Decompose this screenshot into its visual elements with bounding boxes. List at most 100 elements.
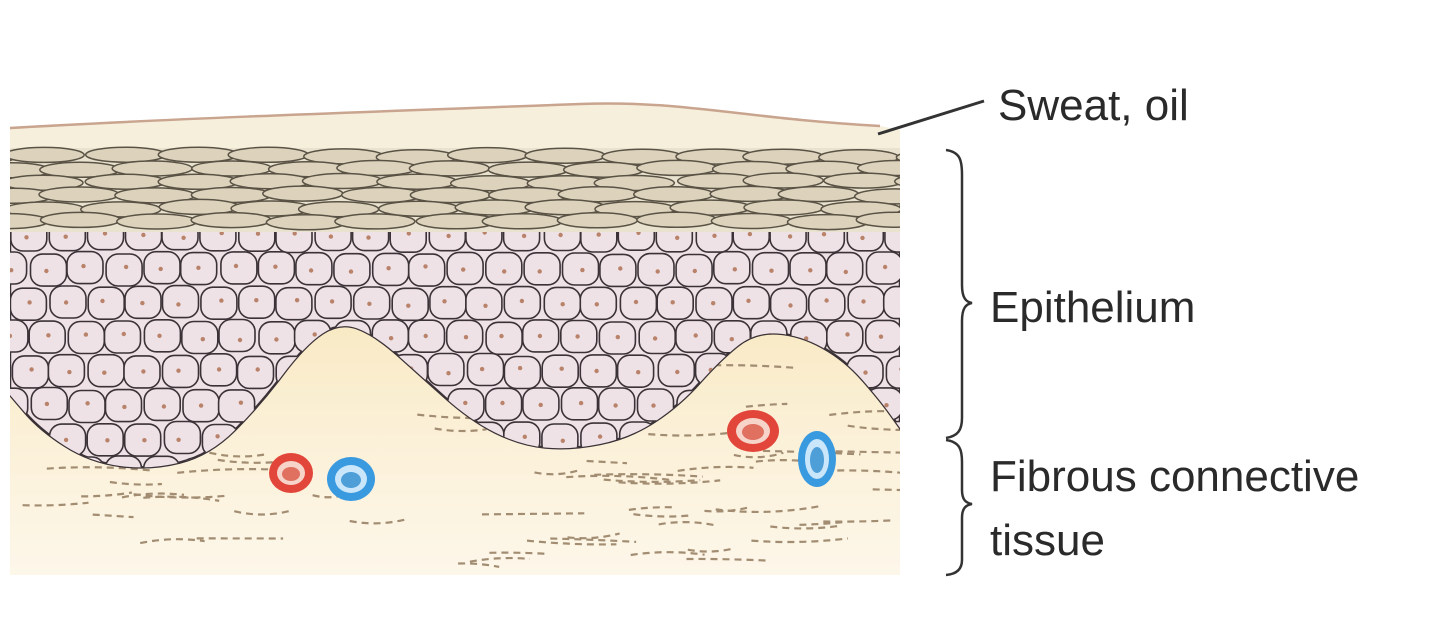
epithelial-cell <box>217 389 256 423</box>
epithelial-cell <box>885 355 900 390</box>
keratin-scale <box>262 185 344 202</box>
cell-nucleus <box>578 400 584 406</box>
collagen-fiber <box>567 532 620 540</box>
epithelial-cell <box>922 422 958 454</box>
cell-nucleus <box>63 437 69 443</box>
cell-nucleus <box>196 265 201 270</box>
keratin-scale <box>116 213 198 230</box>
collagen-fiber <box>715 505 821 514</box>
epithelial-cell <box>10 251 28 285</box>
cell-nucleus <box>788 303 793 308</box>
collagen-fiber <box>745 402 788 408</box>
cell-nucleus <box>423 264 428 269</box>
collagen-fiber <box>677 465 754 472</box>
collagen-fiber <box>618 479 721 485</box>
cell-nucleus <box>594 302 599 307</box>
collagen-fiber <box>109 480 162 486</box>
epithelial-cell <box>599 253 637 288</box>
epithelial-cell <box>864 319 900 354</box>
collagen-fiber <box>139 538 205 545</box>
cell-nucleus <box>787 234 793 239</box>
epithelial-cell <box>0 219 9 251</box>
cell-nucleus <box>446 233 451 239</box>
cell-nucleus <box>941 231 945 235</box>
cell-nucleus <box>580 267 585 273</box>
epithelial-cell <box>789 252 827 286</box>
collagen-fiber <box>628 506 674 511</box>
epithelial-cell <box>67 320 106 355</box>
collagen-fiber <box>534 469 580 476</box>
epithelial-cell <box>104 455 143 468</box>
cell-nucleus <box>901 233 905 237</box>
cell-nucleus <box>537 269 542 274</box>
cell-nucleus <box>122 404 127 410</box>
cell-nucleus <box>729 337 734 342</box>
epithelial-cell <box>236 355 275 390</box>
cell-nucleus <box>215 434 220 439</box>
cell-nucleus <box>200 337 205 342</box>
epithelial-cell <box>619 286 658 321</box>
cell-nucleus <box>161 404 167 409</box>
cell-nucleus <box>860 235 865 241</box>
cell-nucleus <box>538 402 543 408</box>
epithelial-cell <box>181 320 219 355</box>
keratin-scales <box>10 146 1010 232</box>
collagen-fiber <box>630 551 705 557</box>
epithelial-cell <box>807 287 846 321</box>
cell-nucleus <box>655 269 660 274</box>
collagen-fiber <box>801 469 900 474</box>
cell-nucleus <box>176 302 181 307</box>
epithelium-label: Epithelium <box>990 283 1195 332</box>
cell-nucleus <box>24 235 29 240</box>
cell-nucleus <box>102 370 107 375</box>
keratin-scale <box>157 146 240 163</box>
cell-nucleus <box>861 299 866 304</box>
vein-left <box>327 457 375 501</box>
epithelial-cell <box>541 354 580 389</box>
cell-nucleus <box>597 434 603 439</box>
cell-nucleus <box>917 401 921 405</box>
keratin-scale <box>487 161 570 178</box>
cell-nucleus <box>157 333 162 338</box>
cell-nucleus <box>216 367 222 372</box>
cell-nucleus <box>675 235 680 240</box>
epithelial-cell <box>86 422 124 457</box>
epithelial-cell <box>656 286 695 321</box>
cell-nucleus <box>537 333 543 339</box>
epithelial-cell <box>446 251 484 286</box>
collagen-fiber <box>469 556 531 563</box>
cell-nucleus <box>294 298 300 303</box>
cell-nucleus <box>141 232 146 238</box>
collagen-fiber <box>751 537 849 544</box>
cell-nucleus <box>899 303 900 309</box>
cell-nucleus <box>406 303 411 308</box>
cell-nucleus <box>198 403 204 408</box>
cell-nucleus <box>238 400 244 405</box>
cell-nucleus <box>463 335 469 340</box>
cell-nucleus <box>29 367 34 372</box>
epithelial-cell <box>10 319 29 353</box>
surface-film-line <box>9 102 881 130</box>
keratin-scale <box>334 213 416 230</box>
cell-nucleus <box>181 235 186 240</box>
cell-nucleus <box>711 301 716 306</box>
cell-nucleus <box>559 366 564 371</box>
keratin-scale <box>930 187 1010 202</box>
cell-nucleus <box>618 266 623 271</box>
cell-nucleus <box>102 231 108 236</box>
collagen-fiber <box>481 512 585 516</box>
cell-nucleus <box>558 232 563 238</box>
cell-nucleus <box>675 369 680 375</box>
keratin-scale <box>855 211 900 228</box>
keratin-scale <box>39 211 122 229</box>
epithelial-cell <box>371 252 410 287</box>
cell-nucleus <box>233 263 239 269</box>
epithelial-cell <box>407 253 446 287</box>
cell-nucleus <box>560 438 565 443</box>
cell-nucleus <box>483 303 488 308</box>
cell-nucleus <box>769 268 774 273</box>
collagen-fiber <box>209 451 269 458</box>
epithelial-cell <box>427 352 465 387</box>
cell-nucleus <box>652 336 658 341</box>
cell-nucleus <box>83 332 89 337</box>
